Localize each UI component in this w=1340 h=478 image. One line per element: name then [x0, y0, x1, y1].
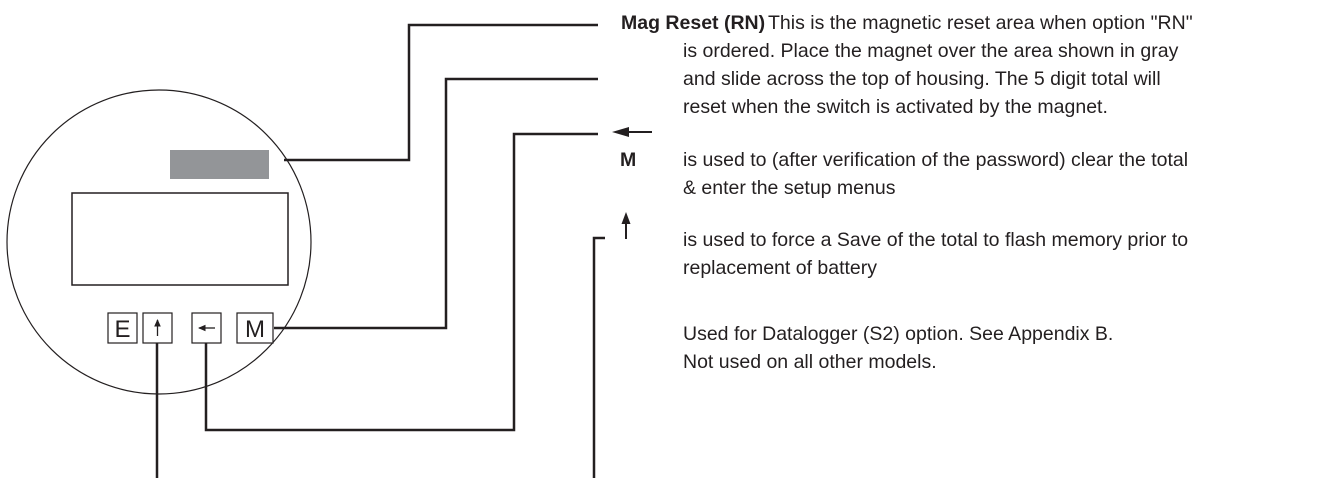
key-up[interactable] [142, 312, 173, 344]
callout-up-icon [621, 212, 631, 239]
display-window [71, 192, 289, 286]
arrow-up-icon [154, 319, 161, 336]
key-e-label: E [114, 316, 130, 343]
key-left[interactable] [191, 312, 222, 344]
left-desc-line-2: replacement of battery [683, 257, 878, 279]
leader-up [592, 236, 605, 478]
leader-mag-reset [284, 23, 598, 162]
key-m-label: M [245, 316, 265, 343]
arrow-left-icon [198, 324, 215, 332]
left-desc-line-1: is used to force a Save of the total to … [683, 229, 1189, 251]
housing-outline [6, 89, 312, 395]
m-term: M [620, 149, 637, 171]
mag-reset-desc-line-3: and slide across the top of housing. The… [683, 68, 1161, 90]
m-desc-line-2: & enter the setup menus [683, 177, 896, 199]
key-m[interactable]: M [236, 312, 274, 344]
leader-m [274, 77, 598, 330]
mag-reset-area [170, 150, 269, 179]
mag-reset-term: Mag Reset (RN) [621, 12, 766, 34]
leader-left [204, 132, 598, 432]
m-desc-line-1: is used to (after verification of the pa… [683, 149, 1189, 171]
key-e[interactable]: E [107, 312, 138, 344]
mag-reset-desc-line-2: is ordered. Place the magnet over the ar… [683, 40, 1179, 62]
up-desc-line-2: Not used on all other models. [683, 351, 937, 373]
up-desc-line-1: Used for Datalogger (S2) option. See App… [683, 323, 1114, 345]
mag-reset-desc-line-4: reset when the switch is activated by th… [683, 96, 1108, 118]
mag-reset-desc-line-1: This is the magnetic reset area when opt… [768, 12, 1193, 34]
callout-left-icon [612, 127, 652, 137]
